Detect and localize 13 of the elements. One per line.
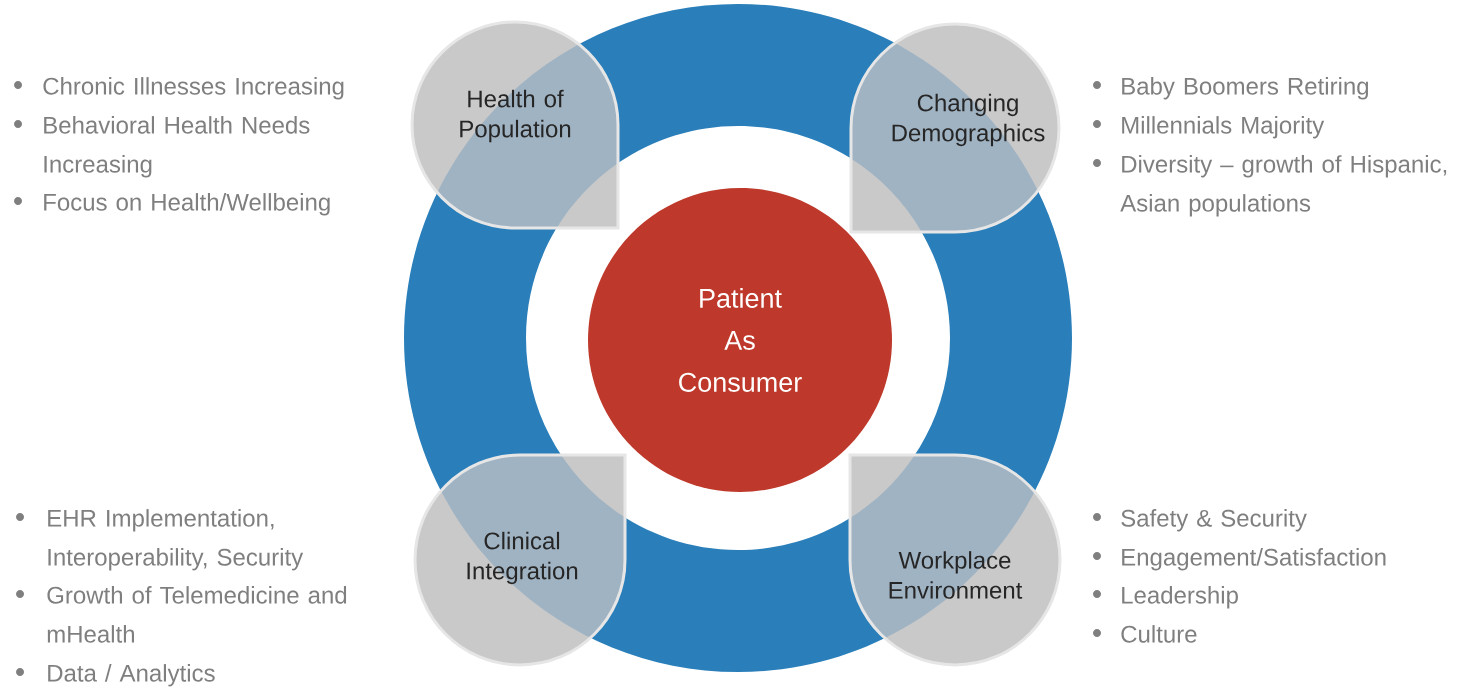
bullet-text: Baby Boomers Retiring — [1122, 77, 1369, 100]
bullet-text: Focus on Health/Wellbeing — [44, 193, 330, 216]
bullet-text: Growth of Telemedicine and mHealth — [47, 586, 347, 643]
bullet-text: Engagement/Satisfaction — [1122, 548, 1386, 571]
bullet-text: Behavioral Health Needs Increasing — [44, 116, 310, 178]
bullet-text: Data / Analytics — [48, 664, 215, 687]
bullet-text: Millennials Majority — [1122, 116, 1325, 139]
bullet-text: Safety & Security — [1121, 509, 1307, 532]
bullet-text: Leadership — [1122, 586, 1238, 609]
bullet-text: Diversity – growth of Hispanic, Asian populations — [1120, 155, 1447, 217]
bullet-text: Chronic Illnesses Increasing — [43, 77, 344, 100]
bullet-text: Culture — [1121, 625, 1197, 643]
bullet-text: EHR Implementation, Interoperability, Security — [48, 509, 304, 571]
